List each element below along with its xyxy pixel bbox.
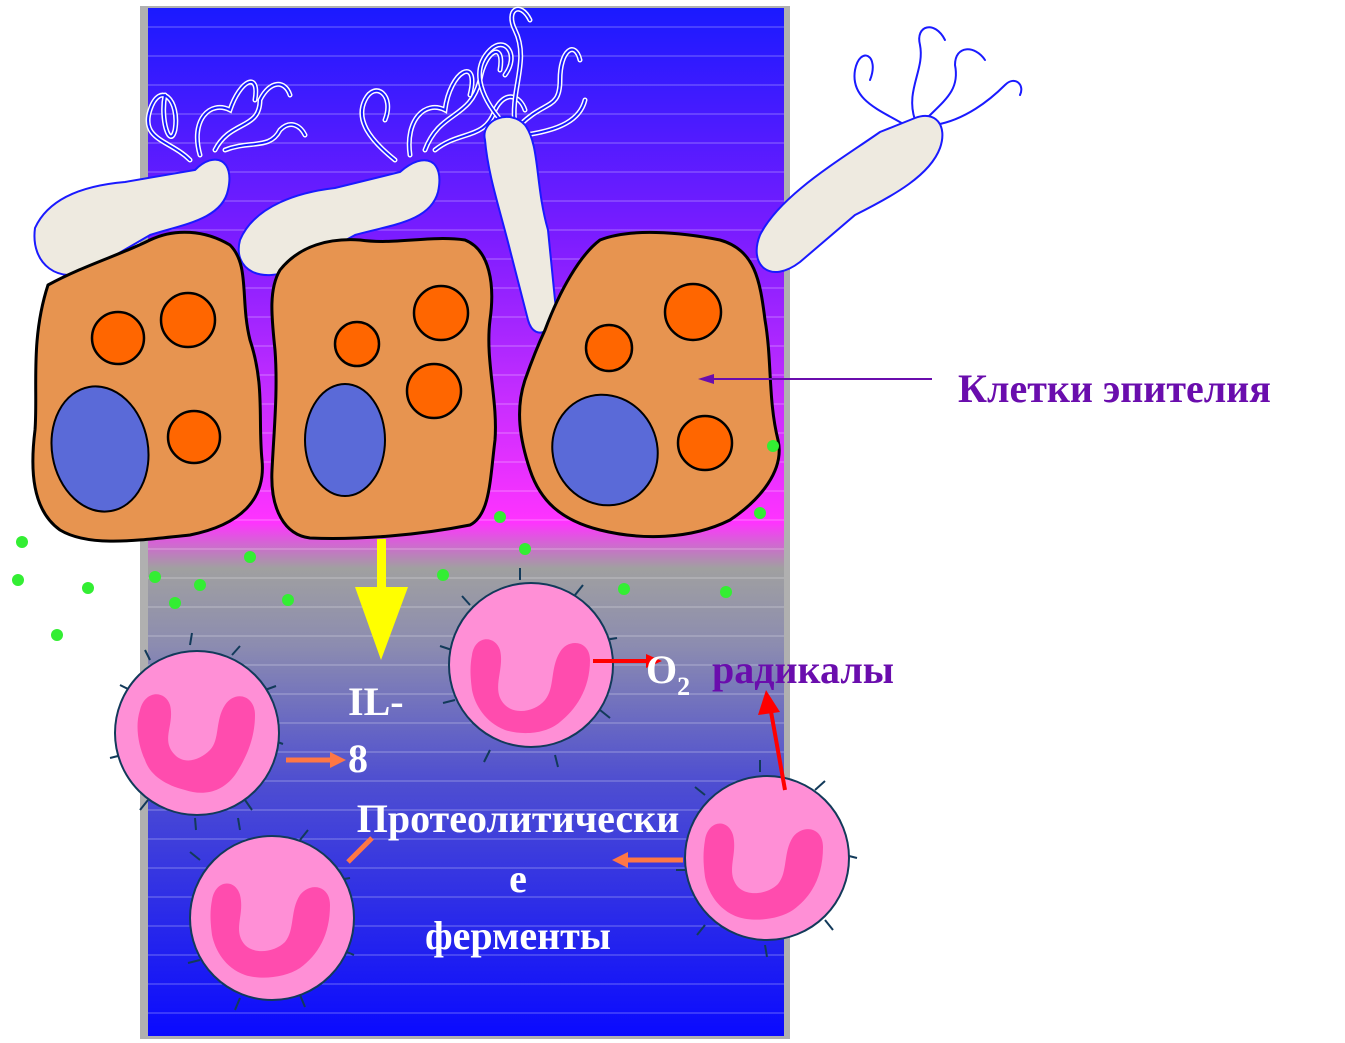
epithelial-cell-1: [33, 232, 263, 541]
il8-label-line1: IL-: [348, 678, 404, 726]
radicals-label: радикалы: [712, 646, 894, 693]
proteolytic-label-line3: ферменты: [318, 912, 718, 960]
bacterium-4: [757, 27, 1022, 272]
proteolytic-label-line2: е: [318, 855, 718, 903]
epithelial-cell-2: [272, 239, 496, 539]
epithelial-cells-label: Клетки эпителия: [958, 365, 1271, 412]
o2-label: O2: [646, 646, 690, 699]
il8-label-line2: 8: [348, 735, 368, 783]
o2-main: O: [646, 647, 677, 692]
o2-subscript: 2: [677, 672, 690, 701]
proteolytic-label-line1: Протеолитически: [318, 795, 718, 843]
